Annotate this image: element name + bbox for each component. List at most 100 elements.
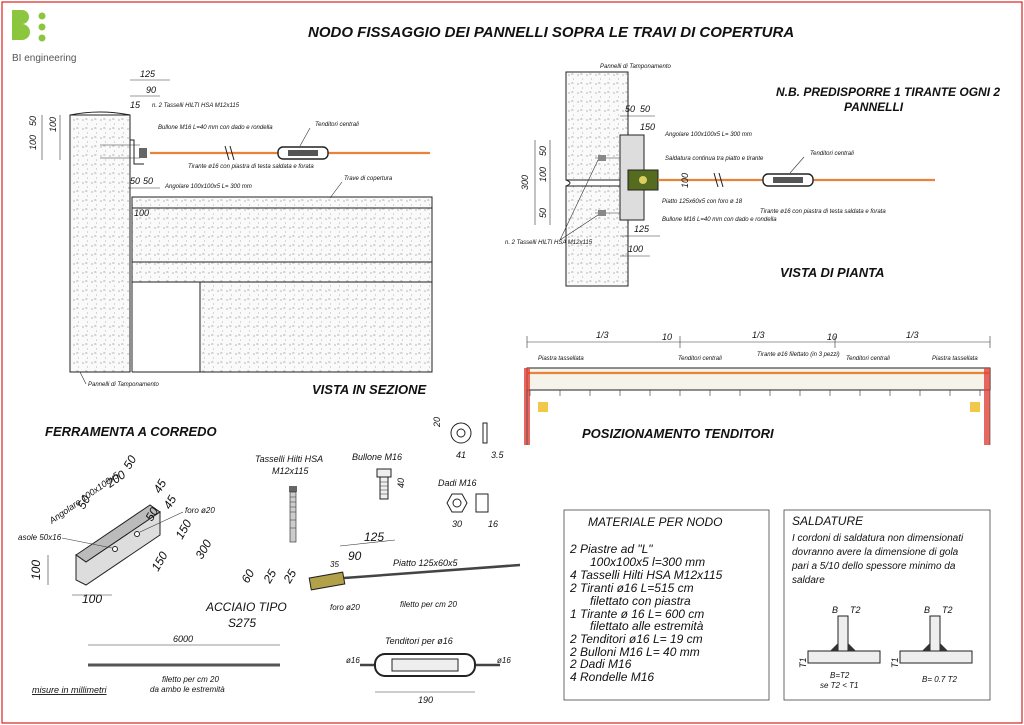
drawing-label: 16: [488, 519, 498, 529]
drawing-label: 100: [29, 560, 43, 580]
plan-view-title: VISTA DI PIANTA: [780, 265, 884, 280]
logo-mark-icon: [12, 10, 30, 40]
roof-beam-body: [131, 261, 433, 283]
drawing-label: se T2 < T1: [820, 681, 858, 690]
drawing-label: da ambo le estremità: [150, 685, 225, 694]
drawing-label: ø16: [346, 656, 360, 665]
drawing-label: 60: [238, 567, 257, 586]
plan-view: 50 50 150 50 100 50 300 100 125 100 Pann…: [505, 64, 1000, 287]
drawing-label: 45: [160, 493, 179, 512]
drawing-label: 100: [680, 173, 690, 188]
drawing-label: filettato con piastra: [590, 594, 691, 608]
drawing-label: 100: [628, 244, 643, 254]
drawing-label: 25: [280, 567, 299, 587]
drawing-label: 4 Rondelle M16: [570, 670, 654, 684]
drawing-label: 15: [130, 100, 141, 110]
drawing-label: B: [924, 605, 930, 615]
drawing-label: 100: [134, 208, 149, 218]
drawing-label: 50: [640, 104, 650, 114]
drawing-label: 30: [452, 519, 462, 529]
materials-box: MATERIALE PER NODO 2 Piastre ad "L" 100x…: [563, 509, 770, 701]
weld-detail-2: B T2 T1 B= 0.7 T2: [890, 605, 973, 684]
flat-plate-drawing: [308, 571, 346, 591]
drawing-label: 100: [82, 592, 102, 606]
drawing-label: dovranno avere la dimensione di gola: [792, 547, 959, 558]
drawing-label: Piastra tassellata: [932, 356, 978, 362]
welding-box: SALDATURE I cordoni di saldatura non dim…: [783, 509, 991, 701]
drawing-label: I cordoni di saldatura non dimensionati: [792, 533, 964, 544]
drawing-label: Tirante ø16 filettato (in 3 pezzi): [757, 352, 840, 358]
drawing-label: B= 0.7 T2: [922, 675, 957, 684]
nut-icon: [446, 493, 489, 513]
drawing-label: SALDATURE: [792, 514, 864, 528]
hardware-kit: FERRAMENTA A CORREDO Angolare 100x100x5 …: [18, 417, 521, 705]
drawing-label: Tirante ø16 con piastra di testa saldata…: [760, 209, 886, 215]
plan-panel-lower: [565, 185, 629, 287]
drawing-label: 10: [662, 332, 672, 342]
positioning-title: POSIZIONAMENTO TENDITORI: [582, 426, 774, 441]
drawing-label: 2 Bulloni M16 L= 40 mm: [569, 645, 700, 659]
drawing-label: 50: [120, 453, 139, 472]
drawing-label: 1/3: [906, 330, 919, 340]
drawing-label: 150: [172, 517, 194, 542]
drawing-label: Pannelli di Tamponamento: [600, 64, 671, 70]
drawing-label: 4 Tasselli Hilti HSA M12x115: [570, 568, 723, 582]
drawing-label: 50: [130, 176, 140, 186]
drawing-label: Tirante ø16 con piastra di testa saldata…: [188, 164, 314, 170]
drawing-label: B=T2: [830, 671, 850, 680]
drawing-label: ø16: [497, 656, 511, 665]
drawing-label: 125: [140, 69, 156, 79]
drawing-label: filetto per cm 20: [162, 675, 219, 684]
drawing-label: Tenditori centrali: [678, 356, 722, 362]
drawing-label: Bullone M16 L=40 mm con dado e rondella: [158, 125, 273, 131]
drawing-label: 35: [330, 560, 339, 569]
drawing-label: 150: [148, 549, 170, 574]
drawing-label: T2: [850, 605, 861, 615]
drawing-label: Piatto 125x60x5 con foro ø 18: [662, 199, 743, 205]
drawing-label: 6000: [173, 634, 193, 644]
drawing-label: Tenditori centrali: [810, 151, 854, 157]
logo-dot-icon: [38, 12, 46, 20]
drawing-label: N.B. PREDISPORRE 1 TIRANTE OGNI 2: [776, 85, 1000, 99]
drawing-label: 50: [74, 493, 93, 512]
roof-beam-web: [199, 281, 433, 373]
drawing-label: filettato alle estremità: [590, 619, 704, 633]
drawing-label: 25: [260, 567, 279, 587]
drawing-label: 2 Tenditori ø16 L= 19 cm: [569, 632, 703, 646]
drawing-label: 3.5: [491, 450, 505, 460]
drawing-label: MATERIALE PER NODO: [588, 515, 722, 529]
drawing-label: PANNELLI: [844, 100, 904, 114]
roof-beam-top: [131, 196, 433, 263]
drawing-label: n. 2 Tasselli HILTI HSA M12x115: [505, 240, 593, 246]
drawing-label: 100: [28, 135, 38, 150]
drawing-label: 50: [143, 176, 153, 186]
drawing-label: 50: [28, 116, 38, 126]
drawing-label: Tasselli Hilti HSA: [255, 454, 323, 464]
drawing-label: 1 Tirante ø 16 L= 600 cm: [570, 607, 704, 621]
drawing-label: saldare: [792, 575, 825, 586]
drawing-label: ACCIAIO TIPO: [205, 600, 287, 614]
drawing-label: 40: [396, 478, 406, 488]
drawing-label: T1: [890, 657, 900, 668]
drawing-label: M12x115: [272, 466, 309, 476]
turnbuckle-icon: [277, 146, 329, 160]
drawing-label: 190: [418, 695, 433, 705]
drawing-label: T1: [798, 657, 808, 668]
drawing-label: 2 Piastre ad "L": [569, 542, 653, 556]
section-view: 125 90 15 100 50 100 50 50 100 n. 2 Tass…: [28, 69, 433, 397]
drawing-label: 41: [456, 450, 466, 460]
drawing-label: 50: [625, 104, 635, 114]
drawing-label: Tenditori centrali: [315, 122, 359, 128]
company-logo: BI engineering: [12, 10, 77, 64]
drawing-label: 50: [538, 208, 548, 218]
drawing-label: 1/3: [596, 330, 609, 340]
drawing-label: 10: [827, 332, 837, 342]
drawing-title: NODO FISSAGGIO DEI PANNELLI SOPRA LE TRA…: [308, 24, 794, 41]
drawing-label: 90: [348, 549, 362, 563]
drawing-label: 150: [640, 122, 655, 132]
drawing-label: S275: [228, 616, 256, 630]
tensioner-positioning: 1/3 10 1/3 10 1/3 Piastra tassellata Ten…: [524, 330, 991, 445]
section-view-title: VISTA IN SEZIONE: [312, 382, 426, 397]
